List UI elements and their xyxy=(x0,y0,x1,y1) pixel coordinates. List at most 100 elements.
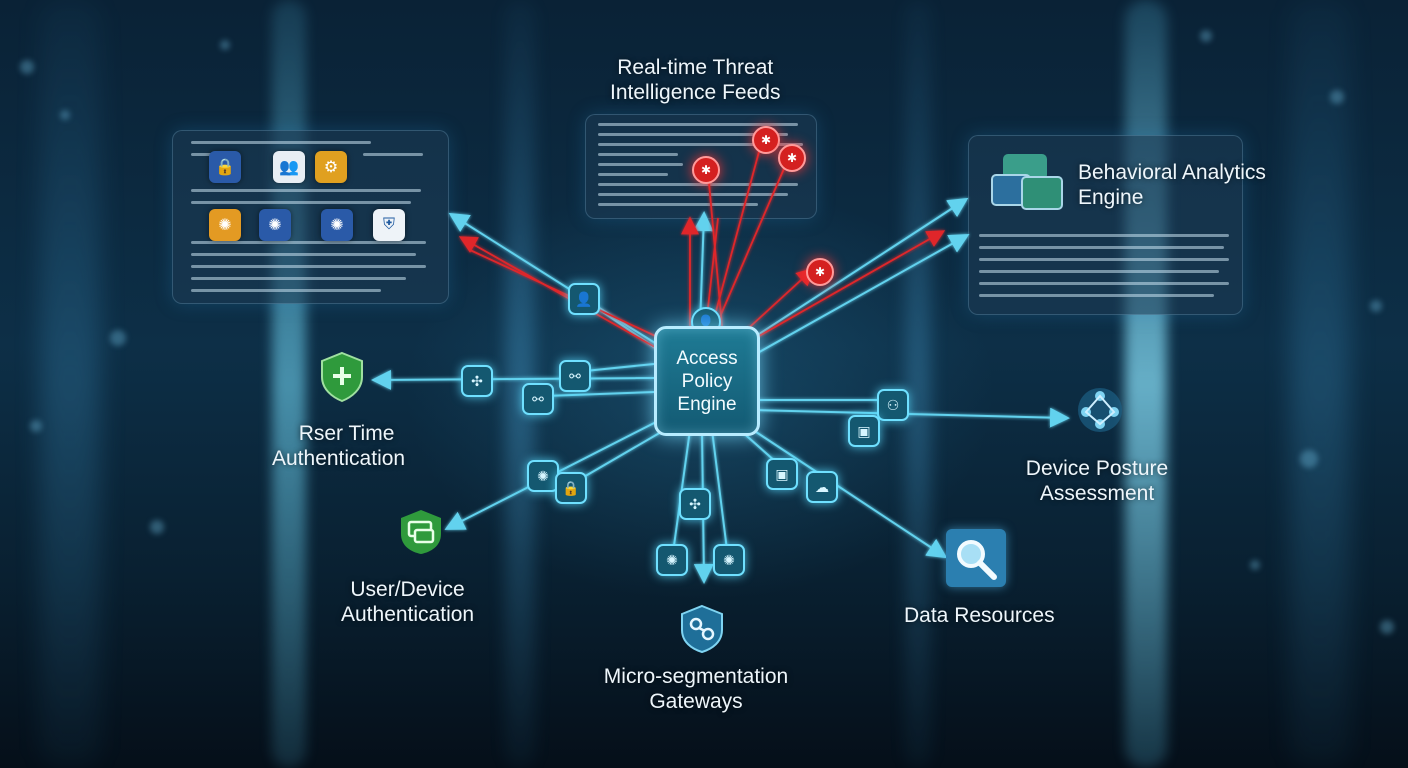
text-line xyxy=(979,282,1229,285)
glow-pillar xyxy=(272,0,306,768)
bokeh-dot xyxy=(1370,300,1382,312)
device-chip-icon: ▣ xyxy=(766,458,798,490)
text-line xyxy=(191,253,416,256)
threat-icon: ✱ xyxy=(778,144,806,172)
text-line xyxy=(191,277,406,280)
link-chip-icon: ⚯ xyxy=(522,383,554,415)
gear-icon: ✺ xyxy=(259,209,291,241)
shield-icon: ⛨ xyxy=(373,209,405,241)
center-line-3: Engine xyxy=(677,393,737,415)
user-device-label: User/Device Authentication xyxy=(341,578,475,626)
connector xyxy=(544,391,655,397)
text-line xyxy=(191,201,411,204)
behavioral-panel xyxy=(968,135,1243,315)
rser-time-label: Rser Time Authentication xyxy=(272,422,406,470)
glow-pillar xyxy=(1290,0,1350,768)
bokeh-dot xyxy=(20,60,34,74)
network-nodes-icon xyxy=(1074,384,1126,436)
gear-chip-icon: ✺ xyxy=(713,544,745,576)
bokeh-dot xyxy=(1250,560,1260,570)
lock-chip-icon: 🔒 xyxy=(555,472,587,504)
text-line xyxy=(363,153,423,156)
connector xyxy=(448,212,659,346)
text-line xyxy=(191,189,421,192)
threat-feed-panel xyxy=(585,114,817,219)
access-policy-engine[interactable]: Access Policy Engine xyxy=(654,326,760,436)
threat-link xyxy=(458,236,661,351)
users-icon: 👥 xyxy=(273,151,305,183)
connector xyxy=(753,407,1070,428)
connector xyxy=(753,234,970,356)
connector xyxy=(711,429,729,559)
center-line-2: Policy xyxy=(681,370,733,392)
text-line xyxy=(598,133,788,136)
threat-icon: ✱ xyxy=(806,258,834,286)
threat-feeds-label: Real-time Threat Intelligence Feeds xyxy=(610,56,781,104)
text-line xyxy=(191,153,221,156)
text-line xyxy=(979,294,1214,297)
network-chip-icon: ✣ xyxy=(679,488,711,520)
bokeh-dot xyxy=(110,330,126,346)
identity-dashboard-panel: 🔒 👥 ⚙ ✺ ✺ ✺ ⛨ xyxy=(172,130,449,304)
gear-chip-icon: ✺ xyxy=(527,460,559,492)
bokeh-dot xyxy=(220,40,230,50)
connector xyxy=(749,427,948,559)
threat-link xyxy=(707,171,723,327)
threat-link xyxy=(739,267,815,337)
data-resources-label: Data Resources xyxy=(904,604,1055,627)
text-line xyxy=(191,289,381,292)
device-chip-icon: ▣ xyxy=(848,415,880,447)
bokeh-dot xyxy=(150,520,164,534)
network-chip-icon: ✣ xyxy=(461,365,493,397)
alert-icon: ⚙ xyxy=(315,151,347,183)
magnifier-icon xyxy=(946,529,1006,587)
glow-pillar xyxy=(1125,0,1167,768)
shield-plus-icon xyxy=(319,351,365,403)
bokeh-dot xyxy=(60,110,70,120)
connector xyxy=(749,197,969,341)
glow-pillar xyxy=(40,0,100,768)
text-line xyxy=(598,193,788,196)
gear-chip-icon: ✺ xyxy=(656,544,688,576)
gear-icon: ✺ xyxy=(321,209,353,241)
micro-segmentation-label: Micro-segmentation Gateways xyxy=(603,665,789,713)
text-line xyxy=(979,234,1229,237)
center-line-1: Access xyxy=(676,347,738,369)
bokeh-dot xyxy=(1330,90,1344,104)
segmentation-icon xyxy=(680,604,724,654)
bokeh-dot xyxy=(1300,450,1318,468)
text-line xyxy=(598,123,798,126)
threat-link xyxy=(751,230,946,341)
threat-icon: ✱ xyxy=(752,126,780,154)
text-line xyxy=(598,153,678,156)
group-chip-icon: ⚇ xyxy=(877,389,909,421)
text-line xyxy=(598,183,798,186)
text-line xyxy=(598,173,668,176)
threat-link xyxy=(715,163,787,327)
text-line xyxy=(979,258,1229,261)
behavioral-analytics-label: Behavioral Analytics Engine xyxy=(1078,161,1266,209)
text-line xyxy=(191,241,426,244)
user-cards-icon xyxy=(991,154,1063,214)
link-chip-icon: ⚯ xyxy=(559,360,591,392)
threat-link xyxy=(469,249,665,341)
device-posture-label: Device Posture Assessment xyxy=(1025,457,1169,505)
text-line xyxy=(191,265,426,268)
devices-icon xyxy=(397,508,445,556)
bokeh-dot xyxy=(1200,30,1212,42)
text-line xyxy=(979,246,1224,249)
text-line xyxy=(979,270,1219,273)
glow-pillar xyxy=(905,0,931,768)
lock-icon: 🔒 xyxy=(209,151,241,183)
user-chip-icon: 👤 xyxy=(568,283,600,315)
text-line xyxy=(598,143,803,146)
gear-icon: ✺ xyxy=(209,209,241,241)
text-line xyxy=(598,163,683,166)
text-line xyxy=(598,203,758,206)
connector xyxy=(371,369,655,390)
bokeh-dot xyxy=(30,420,42,432)
cloud-chip-icon: ☁ xyxy=(806,471,838,503)
text-line xyxy=(191,141,371,144)
